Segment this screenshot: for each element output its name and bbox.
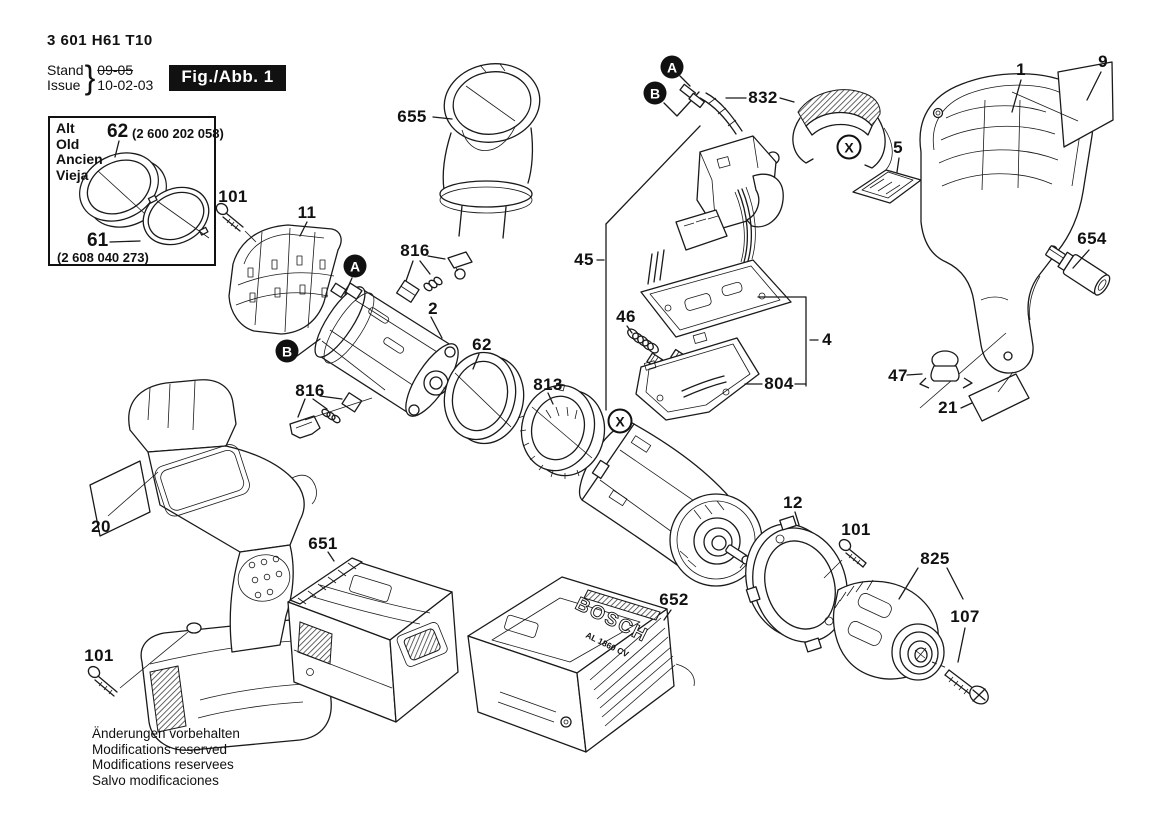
marker-x-gearbox: X bbox=[607, 408, 633, 434]
callout-101c: 101 bbox=[84, 646, 114, 665]
callout-45: 45 bbox=[574, 250, 594, 269]
inset-legend: Alt Old Ancien Vieja bbox=[56, 120, 103, 183]
inset-code-62: (2 600 202 058) bbox=[132, 126, 224, 141]
knob-47 bbox=[906, 350, 973, 389]
inset-ring-61 bbox=[109, 186, 210, 246]
brushes-816-lower bbox=[289, 392, 373, 439]
marker-a-wires: A bbox=[660, 55, 684, 79]
issue-labels: Stand Issue bbox=[47, 61, 84, 93]
callout-101b: 101 bbox=[841, 520, 871, 539]
drill-body bbox=[119, 379, 332, 751]
callout-813: 813 bbox=[533, 375, 563, 394]
superseded-date: 09-05 bbox=[97, 61, 134, 78]
callout-21: 21 bbox=[938, 398, 958, 417]
callout-46: 46 bbox=[616, 307, 636, 326]
button-5 bbox=[852, 157, 922, 204]
callout-9: 9 bbox=[1098, 52, 1108, 71]
inset-code-61: (2 608 040 273) bbox=[57, 250, 149, 265]
callout-652: 652 bbox=[659, 590, 689, 609]
inset-ref-61: 61 bbox=[87, 230, 109, 251]
callout-825: 825 bbox=[920, 549, 950, 568]
callout-4: 4 bbox=[822, 330, 832, 349]
callout-1: 1 bbox=[1016, 60, 1026, 79]
callout-62: 62 bbox=[472, 335, 492, 354]
frame-11 bbox=[228, 221, 342, 335]
legend-vieja: Vieja bbox=[56, 166, 89, 183]
charger-652: BOSCH AL 1860 CV bbox=[467, 576, 695, 753]
ring-62 bbox=[443, 351, 525, 445]
screw-101b bbox=[823, 538, 867, 579]
callout-5: 5 bbox=[893, 138, 903, 157]
bracket-4 bbox=[744, 296, 819, 387]
figure-label: Fig./Abb. 1 bbox=[169, 64, 286, 91]
issue-date: 10-02-03 bbox=[97, 76, 154, 93]
callout-107: 107 bbox=[950, 607, 980, 626]
screw-101a bbox=[215, 202, 257, 243]
legend-ancien: Ancien bbox=[56, 151, 103, 167]
callout-2: 2 bbox=[428, 299, 438, 318]
battery-651 bbox=[287, 551, 459, 723]
callout-101a: 101 bbox=[218, 187, 248, 206]
issue-dates: 09-05 10-02-03 bbox=[97, 61, 154, 93]
brushes-816-upper bbox=[395, 251, 473, 303]
cover-12 bbox=[745, 511, 848, 653]
footer-line-de: Änderungen vorbehalten bbox=[92, 726, 240, 741]
sheet-header: 3 601 H61 T10 Stand Issue } 09-05 10-02-… bbox=[47, 32, 286, 96]
ring-813 bbox=[517, 382, 606, 479]
marker-x-clip: X bbox=[836, 134, 862, 160]
issue-label: Issue bbox=[47, 76, 81, 93]
callout-651: 651 bbox=[308, 534, 338, 553]
bracket-45 bbox=[596, 125, 701, 411]
screw-107 bbox=[944, 669, 989, 705]
sticker-20 bbox=[89, 460, 159, 537]
callout-654: 654 bbox=[1077, 229, 1107, 248]
callout-655: 655 bbox=[397, 107, 427, 126]
legend-old: Old bbox=[56, 135, 80, 152]
chuck-825 bbox=[832, 567, 966, 681]
housing-1 bbox=[919, 73, 1094, 409]
wire-terminals bbox=[663, 75, 743, 135]
footer-line-es: Salvo modificaciones bbox=[92, 772, 219, 788]
clip-832 bbox=[725, 89, 893, 173]
callout-816b: 816 bbox=[295, 381, 325, 400]
gearbox bbox=[578, 421, 775, 587]
legend-alt: Alt bbox=[56, 120, 75, 136]
brace-glyph: } bbox=[84, 58, 96, 96]
funnel-655 bbox=[432, 63, 541, 239]
motor-2 bbox=[296, 277, 459, 417]
footer-notice: Änderungen vorbehalten Modifications res… bbox=[92, 726, 240, 788]
callout-804: 804 bbox=[764, 374, 794, 393]
callout-47: 47 bbox=[888, 366, 908, 385]
type-number: 3 601 H61 T10 bbox=[47, 32, 153, 49]
stand-label: Stand bbox=[47, 61, 84, 78]
switch-assembly bbox=[640, 135, 792, 338]
callout-816a: 816 bbox=[400, 241, 430, 260]
callout-11: 11 bbox=[297, 203, 317, 222]
marker-b-motor: B bbox=[275, 339, 299, 363]
inset-ring-62 bbox=[79, 140, 167, 228]
marker-a-motor: A bbox=[343, 254, 367, 278]
callout-20: 20 bbox=[91, 517, 111, 536]
bit-holder-654 bbox=[1045, 245, 1111, 296]
sticker-21 bbox=[960, 371, 1030, 422]
plate-804 bbox=[635, 332, 760, 421]
old-version-inset-box bbox=[48, 116, 216, 266]
callout-12: 12 bbox=[783, 493, 803, 512]
callout-832: 832 bbox=[748, 88, 778, 107]
screw-101c bbox=[87, 665, 118, 697]
footer-line-fr: Modifications reservees bbox=[92, 757, 234, 772]
footer-line-en: Modifications reserved bbox=[92, 741, 228, 757]
inset-ref-62: 62 bbox=[107, 121, 129, 142]
marker-b-wires: B bbox=[643, 81, 667, 105]
sticker-9 bbox=[1011, 61, 1114, 148]
